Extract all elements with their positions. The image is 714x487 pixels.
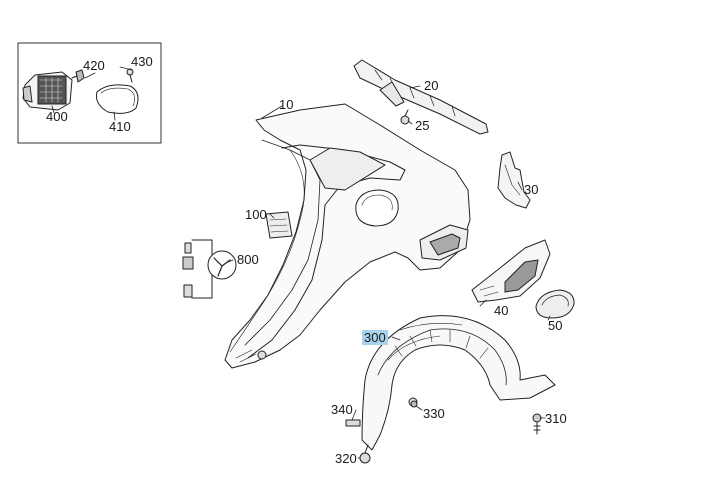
- upper-rail-20: [353, 59, 489, 135]
- callout-50: 50: [548, 318, 563, 333]
- clip-420: [71, 69, 85, 83]
- fuel-filler-housing-400: [22, 71, 73, 111]
- callout-310: 310: [545, 411, 567, 426]
- fuel-door-410: [96, 84, 139, 114]
- callout-10: 10: [279, 97, 294, 112]
- callout-330: 330: [423, 406, 445, 421]
- wheel-arch-liner-300: [361, 315, 556, 451]
- callout-400: 400: [46, 109, 68, 124]
- callout-20: 20: [424, 78, 439, 93]
- callout-320: 320: [335, 451, 357, 466]
- inner-panel-40: [471, 239, 551, 303]
- callout-410: 410: [109, 119, 131, 134]
- callout-430: 430: [131, 54, 153, 69]
- inset-frame: [17, 42, 162, 144]
- callout-40: 40: [494, 303, 509, 318]
- callout-300: 300: [362, 330, 388, 345]
- callout-25: 25: [415, 118, 430, 133]
- screw-310: [532, 413, 542, 435]
- clip-340: [345, 419, 361, 427]
- callout-100: 100: [245, 207, 267, 222]
- quarter-panel-10: [224, 103, 471, 369]
- bolt-25: [400, 109, 410, 125]
- callout-800: 800: [237, 252, 259, 267]
- bracket-30: [497, 151, 531, 209]
- fastener-330: [410, 400, 418, 408]
- bolt-set-800: [182, 239, 237, 299]
- callout-340: 340: [331, 402, 353, 417]
- callout-420: 420: [83, 58, 105, 73]
- callout-30: 30: [524, 182, 539, 197]
- screw-320: [359, 444, 371, 464]
- leader-lines: [51, 66, 551, 459]
- plate-100: [265, 211, 293, 239]
- fuel-flap-50: [535, 289, 575, 319]
- pin-430: [126, 68, 134, 83]
